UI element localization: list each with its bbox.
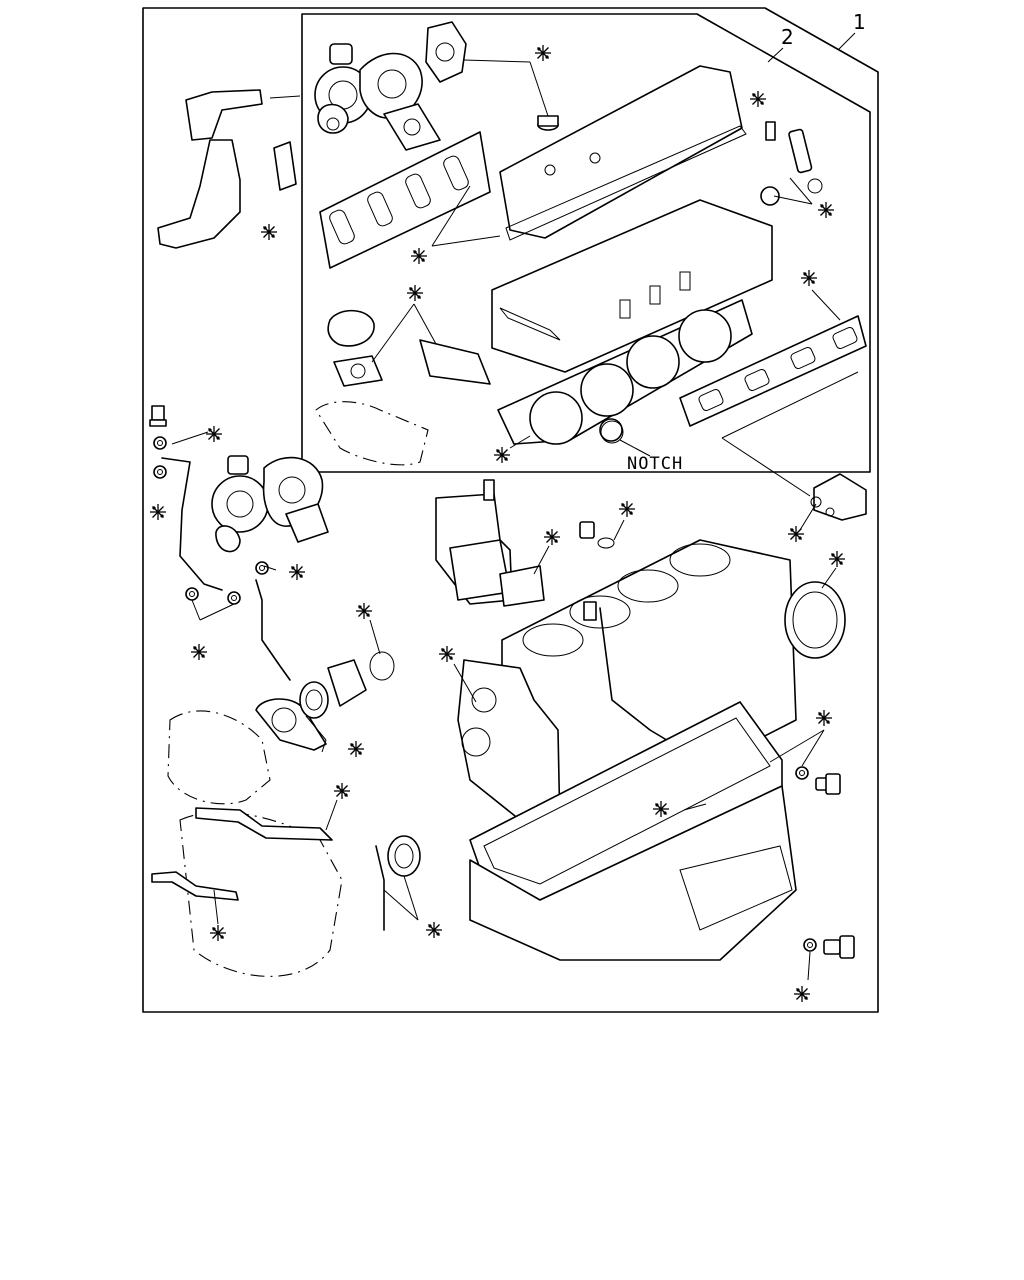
asterisk-circle-icon <box>260 223 278 241</box>
turbocharger-lower <box>211 455 329 553</box>
gasket-outline-left <box>315 401 429 466</box>
valve-cover <box>499 65 747 241</box>
side-plug <box>815 773 841 795</box>
o-ring <box>369 651 395 681</box>
gasket-flange-left <box>333 355 383 387</box>
asterisk-circle-icon <box>618 500 636 518</box>
asterisk-circle-icon <box>333 782 351 800</box>
rear-oil-seal <box>784 581 846 659</box>
asterisk-circle-icon <box>800 269 818 287</box>
banjo-bolt <box>579 521 615 549</box>
thermostat-gasket <box>499 565 545 607</box>
asterisk-circle-icon <box>288 563 306 581</box>
drain-plug <box>823 935 855 959</box>
crank-front-seal <box>387 835 421 877</box>
turbo-gasket-top <box>383 103 441 151</box>
exhaust-manifold-gasket <box>319 131 491 269</box>
asterisk-circle-icon <box>205 425 223 443</box>
asterisk-circle-icon <box>347 740 365 758</box>
oil-return-pipe <box>255 579 291 681</box>
timing-gasket-strip-1 <box>195 807 333 841</box>
outer-kit-frame <box>142 7 879 1013</box>
asterisk-circle-icon <box>149 503 167 521</box>
asterisk-circle-icon <box>406 284 424 302</box>
asterisk-circle-icon <box>749 90 767 108</box>
fuel-fitting <box>810 473 867 521</box>
timing-gasket-strip-2 <box>151 871 239 901</box>
notch-label: NOTCH <box>627 454 683 474</box>
notch-indicator <box>600 420 624 444</box>
gasket-round-left <box>327 309 375 347</box>
head-gasket <box>497 299 753 445</box>
asterisk-circle-icon <box>787 525 805 543</box>
callout-2: 2 <box>781 25 794 49</box>
asterisk-circle-icon <box>355 602 373 620</box>
turbocharger-top <box>314 43 423 134</box>
asterisk-circle-icon <box>793 985 811 1003</box>
hex-gasket-top <box>425 21 467 83</box>
asterisk-circle-icon <box>534 44 552 62</box>
oil-filler-cap <box>537 115 559 131</box>
water-pump-gasket <box>255 698 327 751</box>
gasket-plate-left <box>419 339 491 385</box>
callout-1: 1 <box>853 10 866 34</box>
oil-feed-pipe <box>149 405 223 591</box>
intake-manifold-gasket <box>679 315 867 427</box>
asterisk-circle-icon <box>190 643 208 661</box>
asterisk-circle-icon <box>493 446 511 464</box>
leader-lines-upper <box>371 59 859 497</box>
front-oil-seal <box>299 681 329 719</box>
crank-seal-gasket <box>375 845 385 931</box>
asterisk-circle-icon <box>425 921 443 939</box>
timing-cover-outline <box>167 710 271 805</box>
asterisk-circle-icon <box>438 645 456 663</box>
injector <box>760 128 823 206</box>
asterisk-circle-icon <box>817 201 835 219</box>
thermostat-housing <box>435 479 513 605</box>
asterisk-circle-icon <box>410 247 428 265</box>
asterisk-circle-icon <box>828 550 846 568</box>
asterisk-circle-icon <box>543 528 561 546</box>
water-pump-flange <box>327 659 367 707</box>
upper-kit-frame <box>301 13 871 473</box>
asterisk-circle-icon <box>815 709 833 727</box>
oil-pan <box>469 785 797 961</box>
cylinder-head <box>491 199 773 373</box>
plug <box>765 121 776 141</box>
asterisk-circle-icon <box>209 924 227 942</box>
water-pipe-left <box>157 89 301 249</box>
leader-lines-lower <box>171 431 837 981</box>
